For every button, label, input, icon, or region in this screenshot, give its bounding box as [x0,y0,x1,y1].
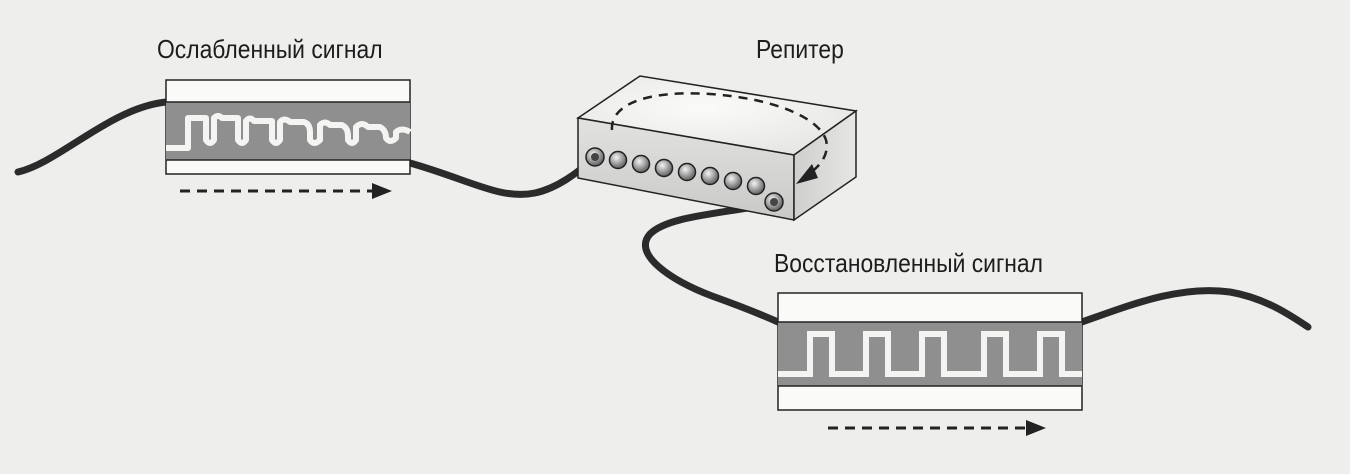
repeater-box-icon [576,75,858,222]
restored-signal-label: Восстановленный сигнал [774,248,1044,278]
cable-input-left [14,98,170,176]
cable-repeater-to-restored [641,200,782,326]
restored-signal-segment [777,292,1083,436]
weak-signal-waveform [166,113,412,151]
weak-signal-band [166,102,410,160]
dashed-loop-arrow-icon [610,92,829,184]
cable-output-right [1078,287,1312,331]
restored-signal-waveform [778,331,1082,377]
repeater-ports [585,147,784,212]
repeater-label: Репитер [756,34,844,64]
weak-signal-segment [165,79,412,199]
cable-weak-to-repeater [406,156,596,198]
dashed-arrow-right-icon [180,183,392,199]
dashed-arrow-right-icon [828,420,1046,436]
weak-signal-label: Ослабленный сигнал [157,34,383,64]
